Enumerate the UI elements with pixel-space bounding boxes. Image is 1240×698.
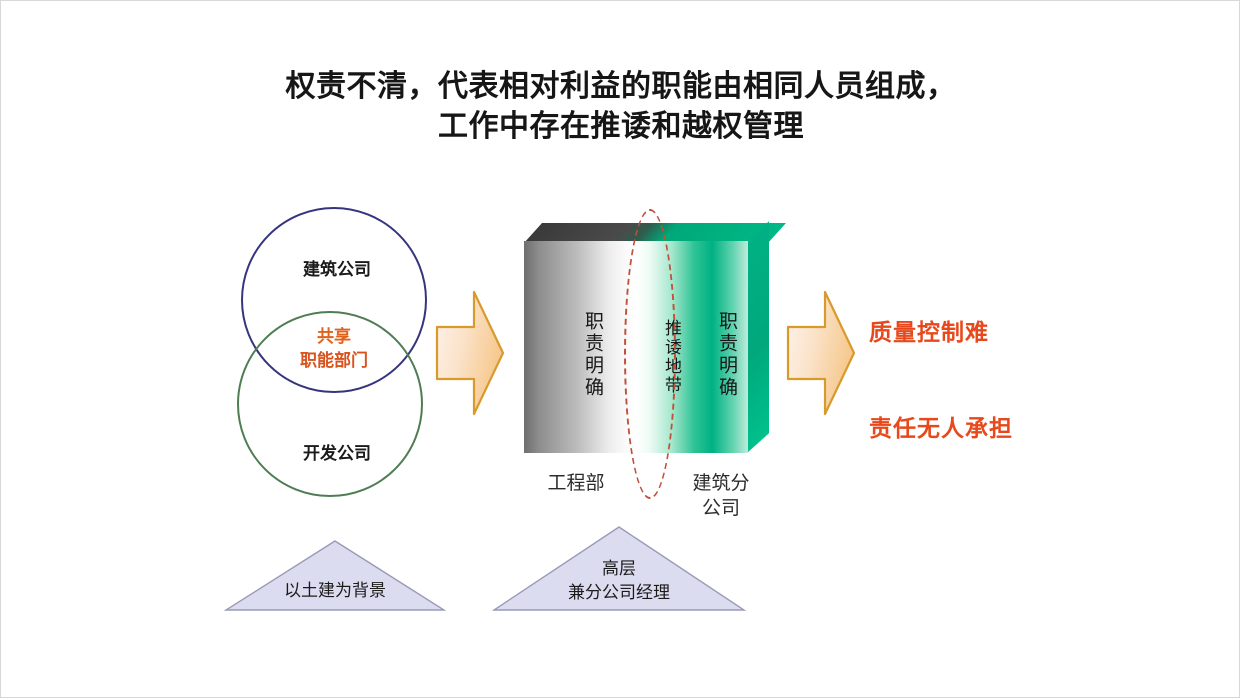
page-title: 权责不清，代表相对利益的职能由相同人员组成， 工作中存在推诿和越权管理 — [1, 67, 1239, 147]
shared-label-line-1: 共享 — [317, 327, 351, 347]
shared-label-line-2: 职能部门 — [300, 351, 368, 371]
arrow-1-svg — [435, 290, 505, 416]
block-text-left-zone: 职责明确 — [582, 311, 604, 399]
highlight-ellipse — [624, 209, 676, 499]
venn-label-development-company: 开发公司 — [303, 444, 371, 464]
title-line-1: 权责不清，代表相对利益的职能由相同人员组成， — [285, 69, 957, 104]
triangle-2-label-line-2: 兼分公司经理 — [568, 583, 670, 603]
outcome-text-group: 质量控制难 责任无人承担 — [869, 313, 1119, 443]
venn-label-shared-department: 共享 职能部门 — [237, 325, 431, 373]
triangle-senior-branch-manager: 高层 兼分公司经理 — [491, 525, 747, 613]
triangle-1-svg — [223, 540, 447, 611]
triangle-civil-background: 以土建为背景 — [223, 539, 447, 613]
branch-label-line-1: 建筑分 — [692, 472, 750, 494]
block-label-engineering-dept: 工程部 — [547, 472, 605, 494]
triangle-2-label: 高层 兼分公司经理 — [491, 557, 747, 605]
triangle-2-label-line-1: 高层 — [602, 559, 636, 579]
right-arrow-icon-2 — [785, 289, 857, 417]
venn-label-construction-company: 建筑公司 — [303, 260, 371, 280]
triangle-2-svg — [491, 526, 747, 611]
block-right-face — [747, 221, 769, 453]
branch-label-line-2: 公司 — [701, 497, 740, 519]
outcome-line-responsibility: 责任无人承担 — [869, 416, 1013, 442]
venn-circle-development-company — [237, 311, 423, 497]
right-arrow-icon-1 — [434, 289, 506, 417]
venn-diagram: 建筑公司 共享 职能部门 开发公司 — [237, 207, 437, 497]
block-text-right-zone: 职责明确 — [716, 311, 738, 399]
block-label-construction-branch: 建筑分 公司 — [673, 471, 769, 521]
title-line-2: 工作中存在推诿和越权管理 — [438, 109, 804, 144]
outcome-line-quality-control: 质量控制难 — [869, 320, 989, 346]
triangle-1-label: 以土建为背景 — [284, 581, 386, 601]
arrow-2-svg — [786, 290, 856, 416]
